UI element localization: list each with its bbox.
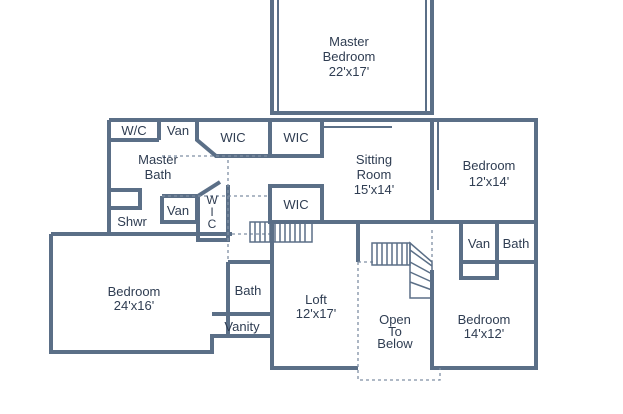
door-openings — [162, 155, 433, 262]
bedroom-lower-right-size: 14'x12' — [464, 326, 504, 341]
van-top-label: Van — [167, 123, 189, 138]
master-bedroom-size-label: 22'x17' — [329, 64, 369, 79]
sitting-room-label-line-2: Room — [357, 167, 392, 182]
bedroom-lower-right-walls — [430, 262, 538, 370]
bedroom-left-label: Bedroom — [108, 284, 161, 299]
wic-walls — [109, 120, 324, 158]
van-right-label: Van — [468, 236, 490, 251]
bedroom-right-label: Bedroom — [463, 158, 516, 173]
openings — [162, 155, 441, 381]
bedroom-lower-right-label: Bedroom — [458, 312, 511, 327]
wic-left-label: WIC — [220, 130, 245, 145]
walls — [49, 0, 538, 370]
inner-thin-walls — [322, 122, 439, 190]
loft-size: 12'x17' — [296, 306, 336, 321]
bath-mid-label: Bath — [235, 283, 262, 298]
master-bedroom-inner-walls — [277, 0, 427, 113]
bedroom-right-size: 12'x14' — [469, 174, 509, 189]
sitting-room-size: 15'x14' — [354, 182, 394, 197]
shwr-label: Shwr — [117, 214, 147, 229]
wic-lower-label: WIC — [283, 197, 308, 212]
open-to-below-label-line-3: Below — [377, 336, 413, 351]
bath-vanity-loft-walls — [212, 260, 358, 370]
open-to-below-label-line-2: To — [388, 324, 402, 339]
stair-curved-turn — [409, 241, 433, 299]
bedroom-left-walls — [49, 232, 230, 354]
bath-right-label: Bath — [503, 236, 530, 251]
staircase — [249, 221, 433, 299]
wic-vertical-label-line-3: C — [208, 217, 217, 231]
wic-vertical-label-line-2: I — [210, 205, 213, 219]
sitting-room-and-bedroom-walls — [322, 118, 538, 224]
master-bedroom-walls — [270, 0, 434, 115]
wc-label: W/C — [121, 123, 146, 138]
master-bedroom-label-line-2: Bedroom — [323, 49, 376, 64]
wic-right-label: WIC — [283, 130, 308, 145]
van-bath-walls — [459, 222, 538, 280]
vanity-label: Vanity — [224, 319, 260, 334]
stair-upper-left — [249, 221, 313, 243]
hall-openings — [227, 160, 270, 262]
bedroom-left-size: 24'x16' — [114, 298, 154, 313]
master-bath-label-line-2: Bath — [145, 167, 172, 182]
loft-label: Loft — [305, 292, 327, 307]
master-bedroom-name-l1: Master — [329, 34, 369, 49]
van-mid-label: Van — [167, 203, 189, 218]
